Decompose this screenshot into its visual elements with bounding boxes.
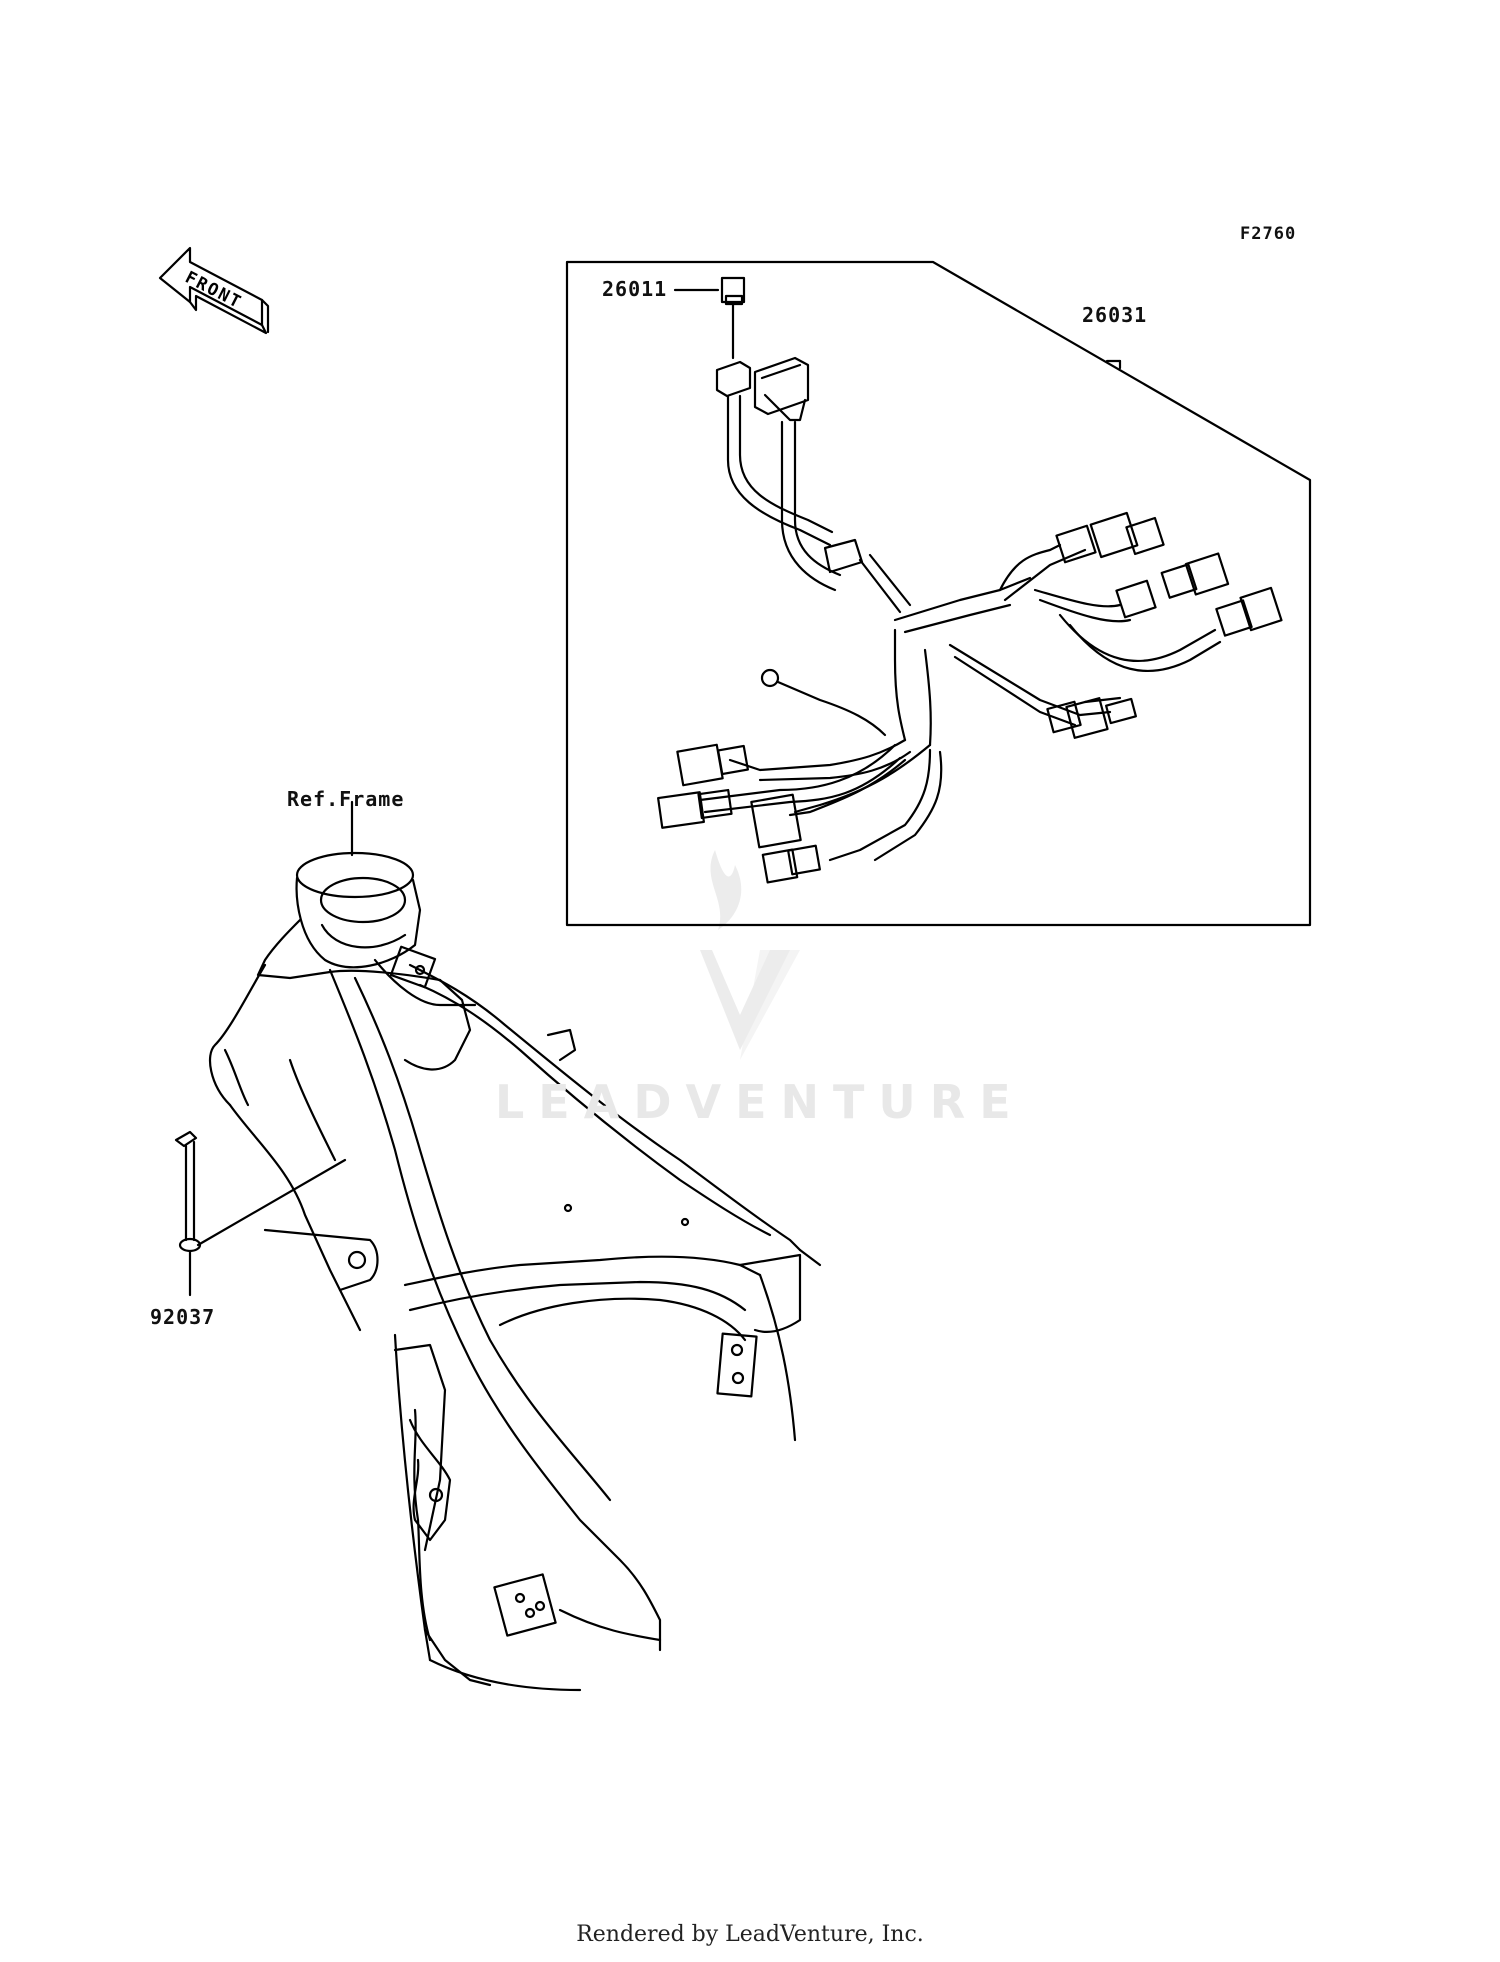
footer-credit: Rendered by LeadVenture, Inc. [576,1922,924,1947]
frame-reference [208,851,822,1692]
callout-ref-frame[interactable]: Ref.Frame [287,787,405,811]
band-92037 [174,1130,347,1253]
callout-92037[interactable]: 92037 [150,1305,216,1329]
harness-kit-box [565,260,1312,927]
callout-26031[interactable]: 26031 [1082,303,1148,327]
connector-26011 [673,276,752,398]
leadventure-logo-icon [700,850,800,1060]
front-arrow-icon: FRONT [158,246,270,335]
watermark-text: LEADVENTURE [495,1075,1025,1129]
wire-harness-26031 [657,356,1283,884]
callout-26011[interactable]: 26011 [602,277,668,301]
diagram-code: F2760 [1240,224,1297,244]
